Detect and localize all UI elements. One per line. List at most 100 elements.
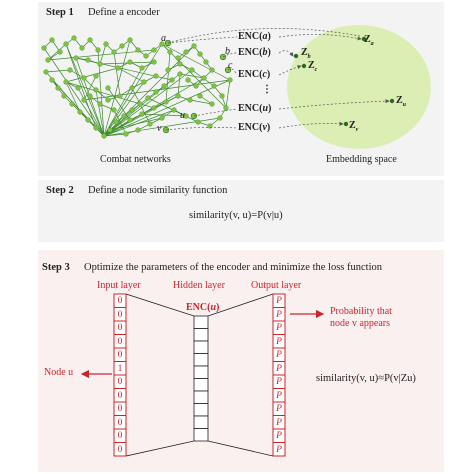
network-node [151,105,157,111]
z-a: Za [364,34,374,47]
input-cell-value: 0 [117,377,123,387]
dashed-arrow-c [278,64,302,76]
z-b: Zb [301,47,311,60]
network-edge [113,51,121,97]
network-node [161,83,167,89]
network-node [103,41,109,47]
network-node [77,109,83,115]
output-layer-label: Output layer [251,280,302,291]
network-node [137,101,143,107]
dashed-link-v [165,126,238,131]
network-node [105,97,111,103]
network-edge [161,43,227,109]
network-node [189,67,195,73]
enc-u: ENC(u) [238,103,272,114]
network-node [57,49,63,55]
step1-label: Step 1 [46,7,74,18]
network-node [41,45,47,51]
step2-panel [38,180,444,242]
network-node [85,57,91,63]
enc-ellipsis: ⋮ [262,84,272,95]
network-edge [107,87,131,121]
network-node [185,77,191,83]
network-node [141,79,147,85]
network-edge [103,69,193,137]
network-node [81,75,87,81]
output-cell-value: P [276,377,282,387]
input-cell-value: 0 [117,323,123,333]
network-edge [103,117,221,137]
input-cell-value: 0 [117,336,123,347]
network-edge [225,79,231,109]
network-node [127,37,133,43]
network-node [87,37,93,43]
network-node [175,55,181,61]
network-node [95,47,101,53]
input-cell [113,442,127,457]
network-node [117,93,123,99]
network-node [147,121,153,127]
network-node [79,45,85,51]
network-node [153,73,159,79]
input-cell-value: 1 [117,363,123,374]
network-node [111,107,117,113]
network-node [187,97,193,103]
funnel-top-left [125,293,195,317]
network-node [175,93,181,99]
input-cell-value: 0 [117,309,123,320]
network-node [209,101,215,107]
network-edge [83,77,97,91]
input-cell-value: 0 [117,431,123,441]
network-node [211,83,217,89]
network-node [119,43,125,49]
embedding-space [287,25,431,149]
output-cell-value: P [276,444,282,455]
network-edge [103,133,127,137]
node-label-c: c [228,60,233,71]
step3-title: Optimize the parameters of the encoder a… [84,262,382,273]
network-edge [45,69,71,73]
dashed-link-b [222,52,238,58]
output-cell-value: P [276,309,282,320]
network-edge [65,43,97,129]
network-edge [77,87,105,137]
network-node [197,93,203,99]
z-v: Zv [349,120,359,133]
output-cell-value: P [276,390,282,401]
embedding-point-c [301,63,307,69]
network-edge [103,39,131,137]
network-edge [103,81,145,137]
hidden-cell [193,415,209,429]
network-node [129,85,135,91]
network-node [209,67,215,73]
network-node [145,95,151,101]
node-label-u: u [180,110,185,121]
embedding-point-a [361,36,367,42]
network-node [219,93,225,99]
network-node [105,85,111,91]
network-node [87,93,93,99]
output-cell-value: P [276,336,282,347]
network-edge [103,119,131,137]
enc-a: ENC(a) [238,31,271,42]
network-node [151,59,157,65]
output-cell-value: P [276,363,282,374]
network-node [93,73,99,79]
network-node [97,61,103,67]
step2-formula: similarity(v, u)=P(v|u) [189,210,283,221]
network-node [129,107,135,113]
network-node [63,79,69,85]
network-edge [95,89,105,137]
input-cell-value: 0 [117,390,123,401]
hidden-cell [193,340,209,354]
network-edge [117,67,145,83]
network-edge [161,43,231,81]
network-node [151,47,157,53]
network-edge [65,43,105,137]
node-label-a: a [161,33,166,44]
dashed-link-c [227,68,238,76]
network-edge [65,81,81,113]
network-node [159,41,165,47]
step3-formula: similarity(v, u)≈P(v|Zu) [316,373,416,384]
network-node [159,115,165,121]
